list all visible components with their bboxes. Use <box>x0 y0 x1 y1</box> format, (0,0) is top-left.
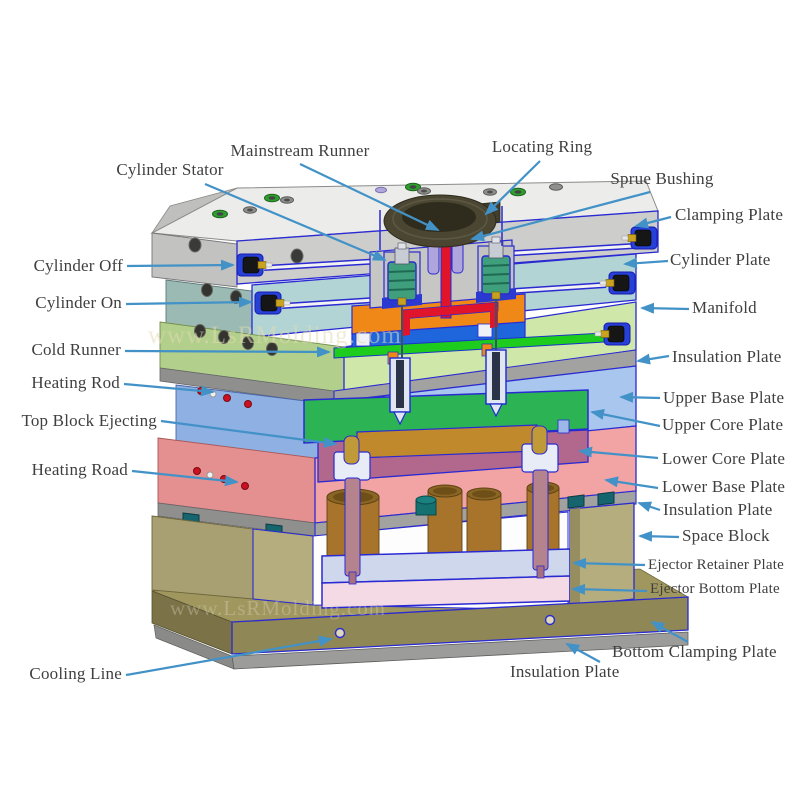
label-cold-runner: Cold Runner <box>31 340 121 359</box>
label-upper-base-plate: Upper Base Plate <box>663 388 785 407</box>
leader-upper-core-plate <box>590 409 661 428</box>
label-cylinder-on: Cylinder On <box>35 293 122 312</box>
leader-heating-road <box>131 469 239 487</box>
label-cooling-line: Cooling Line <box>29 664 122 683</box>
ejector-pin <box>532 469 549 579</box>
leader-cylinder-stator <box>204 182 387 262</box>
sprue-bushing-leg <box>427 243 440 275</box>
label-space-block: Space Block <box>682 526 770 545</box>
leader-ejector-bottom <box>571 583 648 595</box>
label-mainstream-runner: Mainstream Runner <box>230 141 370 160</box>
leader-sprue-bushing <box>470 190 651 242</box>
leader-insulation-mid <box>637 501 661 513</box>
nozzle <box>485 349 507 418</box>
leader-bottom-clamping <box>650 621 689 643</box>
label-ejector-retainer-plate: Ejector Retainer Plate <box>648 557 785 573</box>
leader-cylinder-plate <box>623 257 669 269</box>
label-bottom-clamping-plate: Bottom Clamping Plate <box>612 642 777 661</box>
sprue-system <box>369 222 516 426</box>
label-lower-core-plate: Lower Core Plate <box>662 449 786 468</box>
label-sprue-bushing: Sprue Bushing <box>610 169 714 188</box>
leader-manifold <box>640 302 690 314</box>
leader-insulation-bottom <box>565 643 601 663</box>
support-pillar <box>466 487 502 561</box>
label-cylinder-off: Cylinder Off <box>33 256 123 275</box>
label-top-block-ejecting: Top Block Ejecting <box>21 411 157 430</box>
bottom-clamping-plate-front <box>151 590 689 655</box>
leader-clamping-plate <box>634 215 672 229</box>
label-insulation-plate-bottom: Insulation Plate <box>510 662 620 681</box>
support-pillar <box>427 484 463 558</box>
leader-mainstream-runner <box>299 163 440 231</box>
leader-space-block <box>638 530 680 542</box>
leader-insulation-upper <box>636 353 670 365</box>
leader-heating-rod <box>123 382 215 397</box>
valve-cylinder <box>476 236 516 303</box>
leader-locating-ring <box>484 160 541 216</box>
ejector-housing <box>312 469 571 611</box>
label-cylinder-stator: Cylinder Stator <box>116 160 224 179</box>
label-upper-core-plate: Upper Core Plate <box>662 415 784 434</box>
ejector-pin-brackets <box>333 425 559 481</box>
label-manifold: Manifold <box>692 298 757 317</box>
space-blocks <box>151 502 635 607</box>
leader-cylinder-off <box>126 259 235 271</box>
top-face-holes <box>212 182 563 219</box>
nozzle <box>389 357 411 426</box>
leader-cylinder-on <box>125 296 253 308</box>
leader-top-block-ejecting <box>160 419 338 448</box>
label-heating-road: Heating Road <box>31 460 128 479</box>
label-insulation-plate-upper: Insulation Plate <box>672 347 782 366</box>
leader-lower-core-plate <box>578 446 659 460</box>
leader-upper-base-plate <box>619 391 661 403</box>
leader-cold-runner <box>124 346 331 358</box>
label-locating-ring: Locating Ring <box>491 137 593 156</box>
label-heating-rod: Heating Rod <box>31 373 120 392</box>
label-lower-base-plate: Lower Base Plate <box>662 477 786 496</box>
leader-cooling-line <box>125 635 333 677</box>
leader-lower-base-plate <box>604 476 659 490</box>
label-ejector-bottom-plate: Ejector Bottom Plate <box>650 581 780 597</box>
ejector-pin <box>344 477 361 585</box>
insulation-plate-bottom-part <box>153 624 689 670</box>
label-cylinder-plate: Cylinder Plate <box>670 250 771 269</box>
cooling-fitting <box>415 495 437 516</box>
valve-cylinder <box>382 242 422 309</box>
label-insulation-plate-mid: Insulation Plate <box>663 500 773 519</box>
leader-lines <box>123 160 690 677</box>
label-clamping-plate: Clamping Plate <box>675 205 784 224</box>
leader-ejector-retainer <box>572 557 646 569</box>
